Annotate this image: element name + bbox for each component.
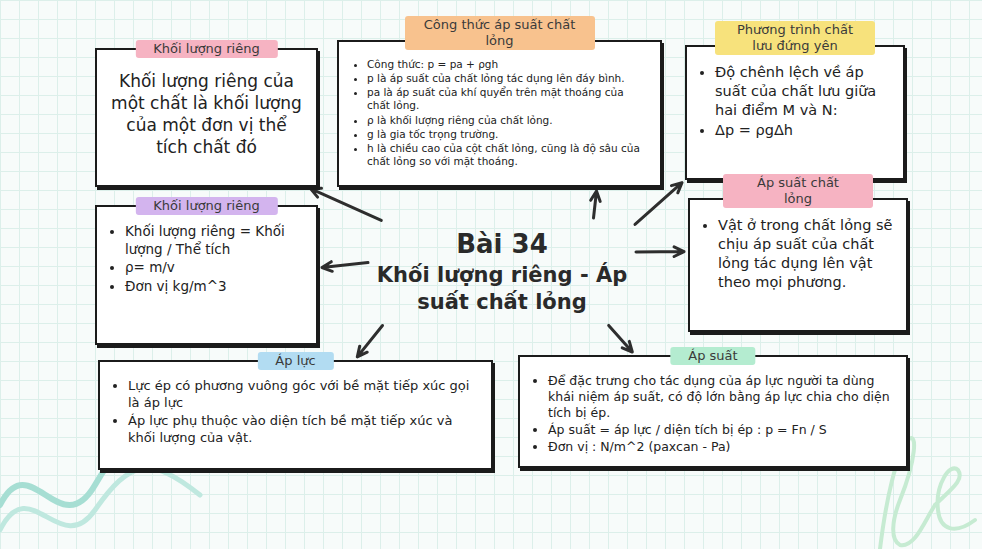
concept-box: Áp suấtĐể đặc trưng cho tác dụng của áp … xyxy=(518,355,908,468)
concept-box: Công thức áp suất chất lỏngCông thức: p … xyxy=(337,40,662,187)
bullet-text: p là áp suất của chất lỏng tác dụng lên … xyxy=(367,72,648,85)
topic-center: Bài 34Khối lượng riêng - Áp suất chất lỏ… xyxy=(372,222,632,322)
box-heading: Phương trình chất lưu đứng yên xyxy=(715,21,875,56)
bullet-text: Áp lực phụ thuộc vào diện tích bề mặt ti… xyxy=(128,413,479,447)
lesson-title: Khối lượng riêng - Áp suất chất lỏng xyxy=(376,262,628,317)
box-heading: Áp suất xyxy=(670,347,755,365)
bullet-list: Vật ở trong chất lỏng sẽ chịu áp suất củ… xyxy=(702,216,894,291)
box-heading: Áp lực xyxy=(257,352,333,370)
bullet-text: Công thức: p = pa + ρgh xyxy=(367,58,648,71)
box-heading: Khối lượng riêng xyxy=(135,197,277,215)
bullet-text: Độ chênh lệch về áp suất của chất lưu gi… xyxy=(715,63,891,120)
bullet-text: Áp suất = áp lực / diện tích bị ép : p =… xyxy=(548,422,894,438)
bullet-text: Lực ép có phương vuông góc với bề mặt ti… xyxy=(128,378,479,412)
arrow-connector xyxy=(635,183,682,225)
concept-box: Áp lựcLực ép có phương vuông góc với bề … xyxy=(98,360,493,470)
bullet-list: Độ chênh lệch về áp suất của chất lưu gi… xyxy=(699,63,891,139)
wavy-ribbon xyxy=(0,468,200,530)
bullet-text: ρ là khối lượng riêng của chất lỏng. xyxy=(367,114,648,127)
concept-box: Phương trình chất lưu đứng yênĐộ chênh l… xyxy=(685,45,905,180)
bullet-list: Công thức: p = pa + ρghp là áp suất của … xyxy=(351,58,648,168)
concept-box: Áp suất chất lỏngVật ở trong chất lỏng s… xyxy=(688,198,908,332)
bullet-text: Khối lượng riêng = Khối lượng / Thể tích xyxy=(125,223,304,258)
arrow-connector xyxy=(322,262,368,272)
lesson-number: Bài 34 xyxy=(376,228,628,262)
doodle-loop xyxy=(935,468,975,528)
bullet-text: ρ= m/v xyxy=(125,259,304,277)
arrow-connector xyxy=(311,188,382,220)
definition-text: Khối lượng riêng của một chất là khối lư… xyxy=(109,70,304,158)
bullet-text: g là gia tốc trọng trường. xyxy=(367,128,648,141)
bullet-text: Vật ở trong chất lỏng sẽ chịu áp suất củ… xyxy=(718,216,894,291)
bullet-text: Để đặc trưng cho tác dụng của áp lực ngư… xyxy=(548,373,894,421)
arrow-connector xyxy=(609,325,633,352)
arrow-connector xyxy=(357,326,382,357)
box-heading: Áp suất chất lỏng xyxy=(723,174,873,209)
bullet-text: h là chiều cao của cột chất lỏng, cũng l… xyxy=(367,142,648,168)
concept-box: Khối lượng riêngKhối lượng riêng của một… xyxy=(95,48,318,187)
arrow-connector xyxy=(591,191,601,218)
arrow-connector xyxy=(636,247,684,257)
box-heading: Khối lượng riêng xyxy=(135,40,277,58)
bullet-text: Δp = ρgΔh xyxy=(715,121,891,140)
bullet-list: Khối lượng riêng = Khối lượng / Thể tích… xyxy=(109,223,304,295)
box-heading: Công thức áp suất chất lỏng xyxy=(405,16,595,51)
bullet-text: Đơn vị kg/m^3 xyxy=(125,278,304,296)
concept-box: Khối lượng riêngKhối lượng riêng = Khối … xyxy=(95,205,318,345)
bullet-text: pa là áp suất của khí quyển trên mặt tho… xyxy=(367,86,648,112)
bullet-text: Đơn vị : N/m^2 (paxcan - Pa) xyxy=(548,439,894,455)
bullet-list: Lực ép có phương vuông góc với bề mặt ti… xyxy=(112,378,479,447)
bullet-list: Để đặc trưng cho tác dụng của áp lực ngư… xyxy=(532,373,894,455)
